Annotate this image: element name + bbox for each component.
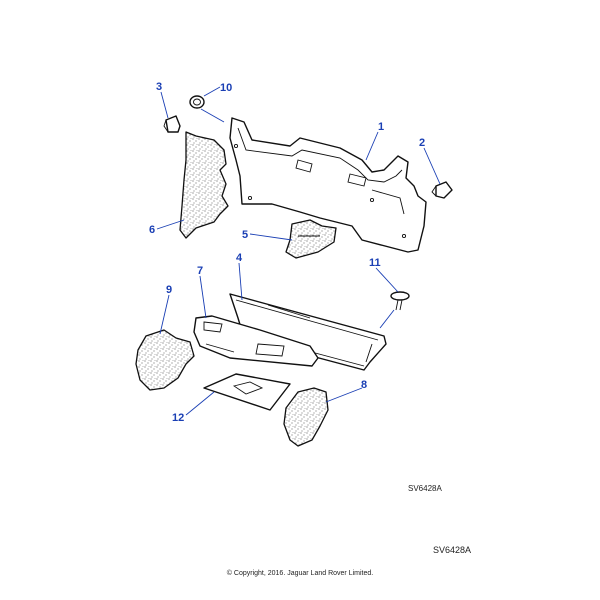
callout-2: 2 <box>419 137 425 149</box>
part-3-clip <box>163 115 181 133</box>
callout-4: 4 <box>236 252 243 264</box>
part-6-insulation-pad <box>179 131 229 239</box>
leader-6 <box>156 219 185 230</box>
callout-11: 11 <box>369 257 381 269</box>
callout-5: 5 <box>242 229 248 241</box>
leader-12 <box>185 391 215 416</box>
part-2-fastener-cap <box>431 181 453 199</box>
leader-lines <box>156 86 441 416</box>
part-11-push-fastener <box>390 291 410 311</box>
part-5-bracket-panel <box>285 219 337 259</box>
leader-8 <box>325 387 363 403</box>
leader-10 <box>203 86 221 97</box>
callout-7: 7 <box>197 265 203 277</box>
callout-6: 6 <box>149 224 155 236</box>
leader-5 <box>249 233 293 241</box>
leader-2 <box>423 147 441 185</box>
part-7-tray-lid <box>193 315 319 367</box>
callout-8: 8 <box>361 379 367 391</box>
part-1-bulkhead-panel <box>229 117 427 253</box>
leader-1 <box>365 131 379 161</box>
part-9-foam-block <box>135 329 195 391</box>
copyright-notice: © Copyright, 2016. Jaguar Land Rover Lim… <box>226 570 374 577</box>
illustration-reference-outer: SV6428A <box>433 545 472 555</box>
callout-9: 9 <box>166 284 172 296</box>
leader-11 <box>375 267 399 293</box>
callouts: 1 2 3 4 5 6 7 8 9 10 11 12 <box>149 81 425 424</box>
part-12-mat <box>203 373 291 411</box>
leader-3 <box>160 91 169 119</box>
leader-7 <box>199 275 207 319</box>
callout-3: 3 <box>156 81 162 93</box>
leader-11b <box>379 309 395 329</box>
part-8-foam-block <box>283 387 329 447</box>
callout-12: 12 <box>172 412 184 424</box>
callout-1: 1 <box>378 121 384 133</box>
part-10-grommet <box>189 95 205 109</box>
leader-4 <box>238 262 243 301</box>
leader-9 <box>159 294 170 335</box>
callout-10: 10 <box>220 82 232 94</box>
illustration-reference-inner: SV6428A <box>408 484 442 493</box>
leader-10b <box>200 108 225 123</box>
